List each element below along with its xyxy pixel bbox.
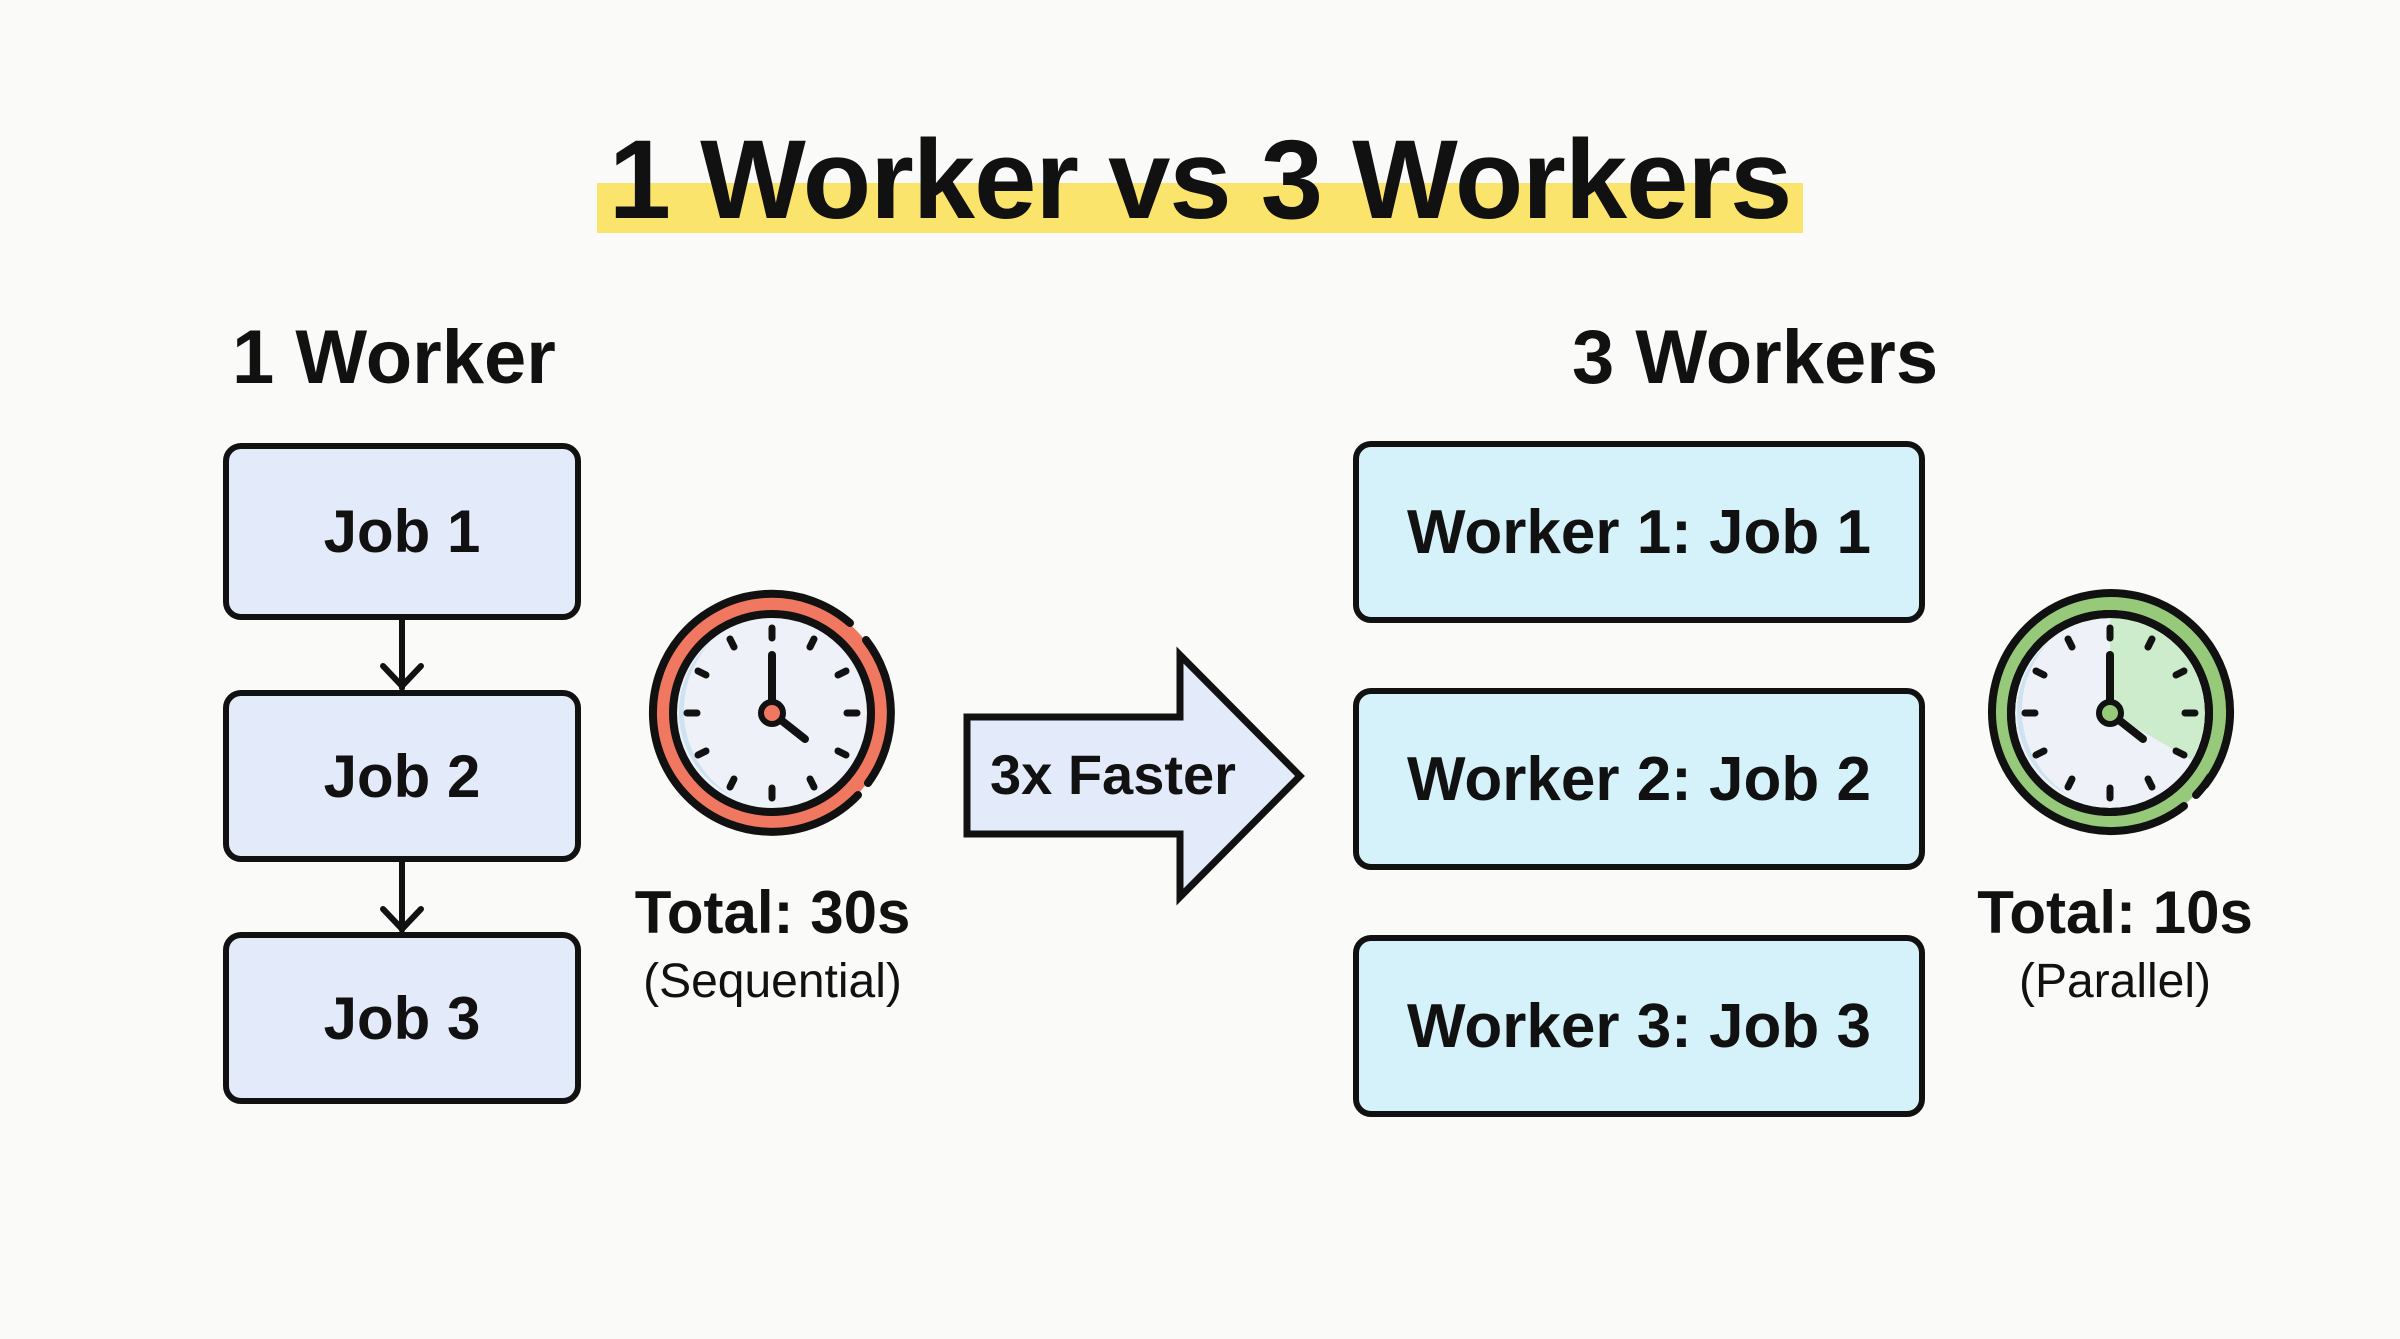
worker-label: Worker 2: Job 2	[1406, 744, 1871, 814]
one-worker-heading: 1 Worker	[232, 315, 556, 400]
faster-arrow-label: 3x Faster	[990, 743, 1236, 806]
worker-label: Worker 1: Job 1	[1406, 497, 1871, 567]
job-label: Job 2	[323, 742, 481, 810]
worker-label: Worker 3: Job 3	[1406, 991, 1871, 1061]
three-workers-heading: 3 Workers	[1572, 315, 1939, 400]
arrow-down-icon	[380, 859, 424, 933]
worker-box-2: Worker 2: Job 2	[1353, 688, 1925, 870]
job-box-3: Job 3	[223, 932, 581, 1104]
sequential-total: Total: 30s	[634, 879, 911, 946]
worker-box-3: Worker 3: Job 3	[1353, 935, 1925, 1117]
page-title: 1 Worker vs 3 Workers	[608, 117, 1793, 242]
sequential-label: (Sequential)	[643, 955, 902, 1008]
clock-icon-red	[648, 589, 895, 836]
clock-icon-green	[1988, 589, 2234, 835]
worker-box-1: Worker 1: Job 1	[1353, 441, 1925, 623]
title-highlight	[597, 183, 1803, 233]
job-label: Job 3	[323, 984, 481, 1052]
parallel-label: (Parallel)	[2018, 955, 2212, 1008]
arrow-down-icon	[380, 616, 424, 691]
job-label: Job 1	[323, 498, 481, 565]
parallel-total: Total: 10s	[1977, 879, 2253, 946]
